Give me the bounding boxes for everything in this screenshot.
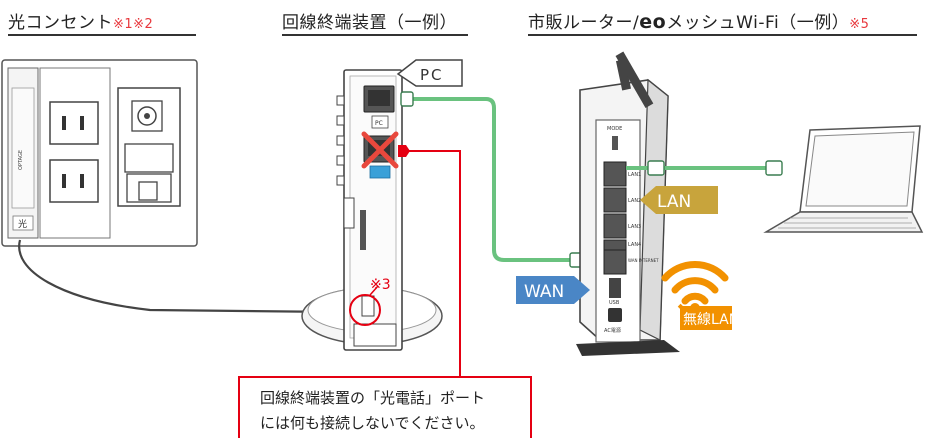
warning-leader-line — [400, 150, 461, 376]
ont-pc-port-label: PC — [375, 120, 383, 127]
wifi-icon — [661, 261, 729, 305]
outlet-header: 光コンセント※1※2 — [8, 13, 154, 33]
wireless-lan-text: 無線LAN — [683, 312, 739, 328]
lan-tag: LAN — [640, 186, 718, 214]
router-port-lan1: LAN1 — [628, 172, 641, 178]
router-usb-label: USB — [609, 300, 620, 306]
fiber-cable — [18, 239, 341, 314]
outlet-brand-text: OPTAGE — [18, 150, 24, 170]
ont-header-underline — [282, 34, 468, 36]
warning-line-1: 回線終端装置の「光電話」ポート — [260, 389, 486, 407]
ont-device: PC — [301, 69, 443, 351]
router-port-wan: WAN INTERNET — [628, 258, 659, 263]
router-switch-label: MODE — [607, 126, 622, 132]
warning-line-2: には何も接続しないでください。 — [260, 414, 485, 432]
fiber-port-highlight — [349, 294, 381, 326]
router-port-lan3: LAN3 — [628, 224, 641, 230]
lan-tag-text: LAN — [657, 192, 691, 212]
router-header: 市販ルーター/eoメッシュWi-Fi（一例）※5 — [528, 11, 870, 33]
wan-cable — [408, 97, 575, 262]
outlet-port-label: 光 — [18, 218, 27, 230]
outlet-header-underline — [8, 34, 196, 36]
router-power-label: AC電源 — [604, 327, 621, 334]
laptop — [763, 125, 924, 233]
wireless-lan-tag: 無線LAN — [680, 306, 739, 330]
router-port-lan4: LAN4 — [628, 242, 641, 248]
wan-tag-text: WAN — [524, 282, 564, 302]
router-device: MODE LAN1 LAN2 LAN3 LAN4 WAN INTERNET US… — [576, 51, 680, 356]
wan-tag: WAN — [516, 276, 590, 304]
ont-pc-callout-text: PC — [420, 66, 444, 84]
router-port-lan2: LAN2 — [628, 198, 641, 204]
router-header-underline — [528, 34, 917, 36]
warning-note: 回線終端装置の「光電話」ポート には何も接続しないでください。 — [238, 376, 532, 438]
optical-outlet: OPTAGE 光 — [1, 59, 198, 247]
prohibited-port-mark — [361, 131, 399, 169]
fiber-port-note: ※3 — [370, 277, 391, 293]
ont-pc-callout: PC — [396, 59, 463, 87]
ont-header: 回線終端装置（一例） — [282, 13, 457, 33]
